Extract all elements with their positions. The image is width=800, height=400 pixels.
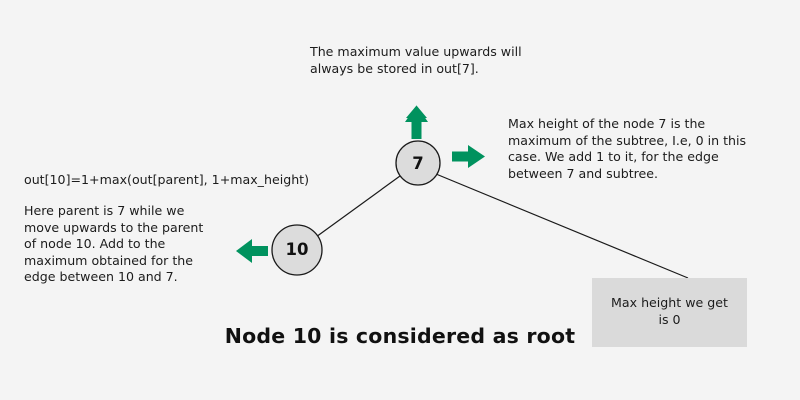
node-7-circle[interactable] <box>395 140 441 186</box>
node-10-circle[interactable] <box>271 224 323 276</box>
note-right-text: Max height of the node 7 is the maximum … <box>508 116 747 181</box>
arrow-up-shaft <box>411 120 422 139</box>
node-10-label: 10 <box>285 240 309 259</box>
arrow-left-shaft <box>250 246 268 256</box>
edge-node7-node10 <box>315 175 401 238</box>
arrow-left-head <box>236 239 252 263</box>
subtree-box-label: Max height we get is 0 <box>611 295 728 327</box>
formula-text: out[10]=1+max(out[parent], 1+max_height) <box>24 172 310 187</box>
arrow-up-head <box>405 105 428 122</box>
note-left-text: Here parent is 7 while we move upwards t… <box>24 203 204 284</box>
arrow-right-shaft <box>452 151 470 162</box>
arrow-right-head <box>468 145 485 168</box>
subtree-box <box>592 278 747 347</box>
edge-node7-subtree-box <box>435 173 689 279</box>
diagram-caption: Node 10 is considered as root <box>224 324 576 348</box>
note-top-text: The maximum value upwards will always be… <box>310 44 522 76</box>
node-7-label: 7 <box>412 154 424 173</box>
